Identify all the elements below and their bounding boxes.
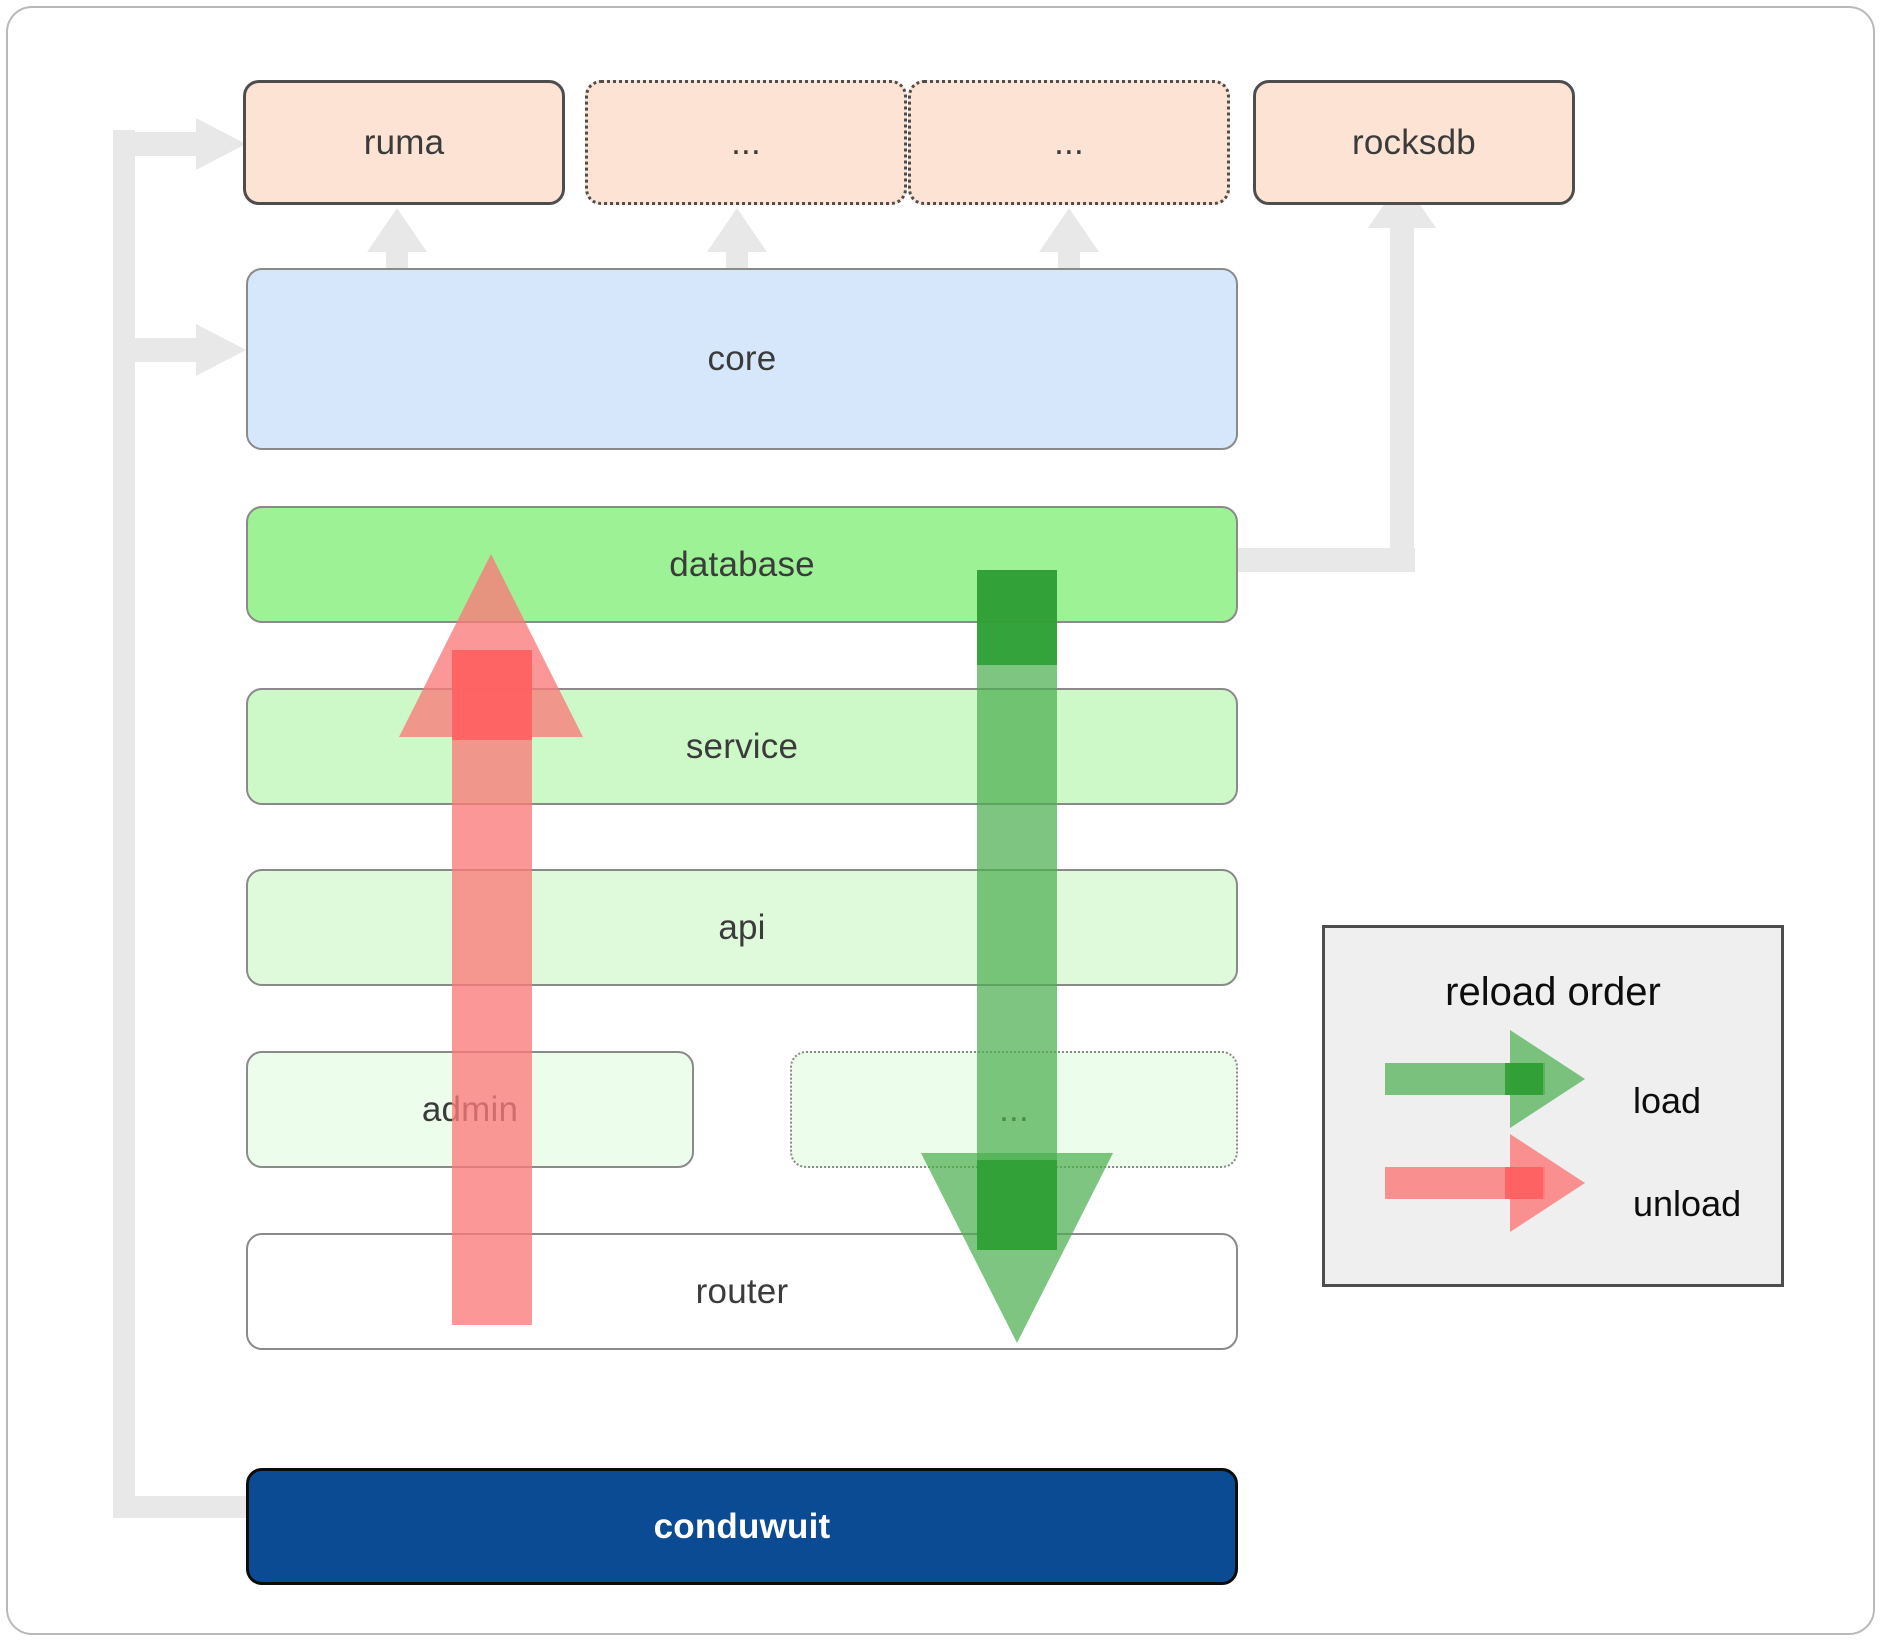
dependency-box-ellipsis-2[interactable]: ...	[908, 80, 1230, 205]
layer-box-core[interactable]: core	[246, 268, 1238, 450]
layer-box-database[interactable]: database	[246, 506, 1238, 623]
legend-unload-arrow-icon	[1385, 1134, 1585, 1232]
dependency-label: ruma	[363, 122, 445, 162]
layer-label: api	[718, 907, 766, 947]
legend-load-arrow-icon	[1385, 1030, 1585, 1128]
legend-label-load: load	[1633, 1080, 1702, 1121]
dependency-box-rocksdb[interactable]: rocksdb	[1253, 80, 1575, 205]
dependency-box-ruma[interactable]: ruma	[243, 80, 565, 205]
layer-box-api[interactable]: api	[246, 869, 1238, 986]
binary-label: conduwuit	[653, 1506, 831, 1546]
binary-box-conduwuit[interactable]: conduwuit	[246, 1468, 1238, 1585]
load-arrow	[921, 570, 1113, 1343]
layer-label: service	[685, 726, 799, 766]
layer-label: core	[707, 339, 777, 378]
unload-arrow	[399, 554, 583, 1325]
legend-title: reload order	[1445, 970, 1661, 1014]
layer-label: router	[695, 1271, 789, 1311]
legend-panel: reload order load unload	[1322, 925, 1784, 1287]
legend-label-unload: unload	[1633, 1183, 1742, 1224]
dependency-label: ...	[731, 122, 761, 162]
layer-box-router[interactable]: router	[246, 1233, 1238, 1350]
dependency-box-ellipsis-1[interactable]: ...	[585, 80, 907, 205]
dependency-label: ...	[1054, 122, 1084, 162]
layer-label: database	[669, 544, 815, 584]
layer-box-service[interactable]: service	[246, 688, 1238, 805]
dependency-label: rocksdb	[1352, 122, 1476, 162]
